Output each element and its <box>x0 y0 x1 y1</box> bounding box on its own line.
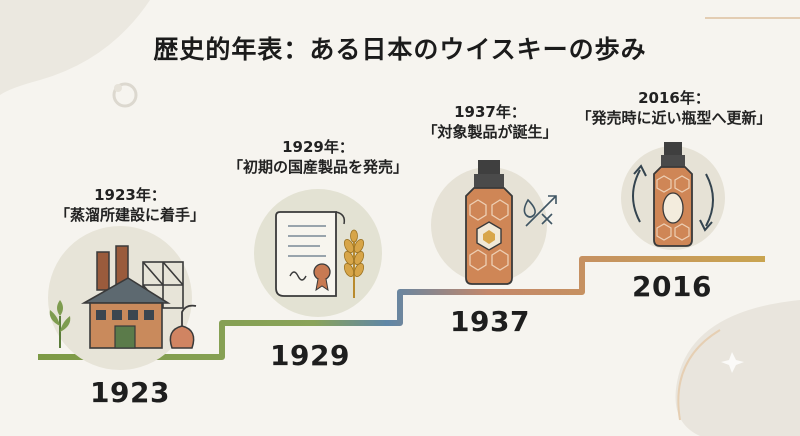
event-label-1937: 1937年： 「対象製品が誕生」 <box>390 102 590 142</box>
event-year-2016: 2016 <box>632 270 712 303</box>
event-label-1929: 1929年： 「初期の国産製品を発売」 <box>208 137 428 177</box>
event-description: 「発売時に近い瓶型へ更新」 <box>576 109 772 127</box>
event-label-2016: 2016年： 「発売時に近い瓶型へ更新」 <box>568 88 780 128</box>
page-title: 歴史的年表：ある日本のウイスキーの歩み <box>153 35 647 64</box>
bottle-cycle-icon <box>621 142 725 250</box>
distillery-icon <box>48 226 197 370</box>
hexagon-bottle-icon <box>431 160 557 285</box>
certificate-wheat-icon <box>254 189 382 317</box>
event-description: 「対象製品が誕生」 <box>422 123 558 141</box>
event-year-1923: 1923 <box>90 376 170 409</box>
event-description: 「初期の国産製品を発売」 <box>227 158 408 176</box>
event-heading: 1929年： <box>282 138 354 156</box>
event-heading: 2016年： <box>638 89 710 107</box>
event-year-1937: 1937 <box>450 305 530 338</box>
event-heading: 1923年： <box>94 186 166 204</box>
event-label-1923: 1923年： 「蒸溜所建設に着手」 <box>30 185 230 225</box>
event-description: 「蒸溜所建設に着手」 <box>54 206 205 224</box>
event-heading: 1937年： <box>454 103 526 121</box>
timeline-step-line <box>38 256 765 360</box>
event-year-1929: 1929 <box>270 339 350 372</box>
